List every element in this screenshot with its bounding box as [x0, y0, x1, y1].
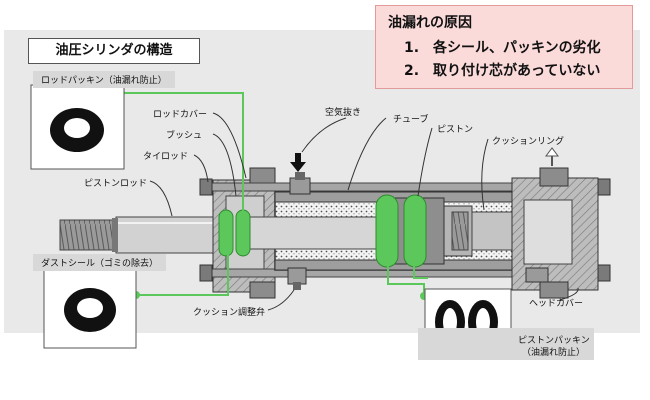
rod-packing-photo	[30, 84, 125, 170]
piston-packing-seal	[375, 194, 427, 268]
dust-seal-photo	[43, 267, 137, 349]
head-cover-label: ヘッドカバー	[529, 299, 584, 309]
head-cover	[511, 167, 599, 299]
leak-causes-box: 油漏れの原因 1. 各シール、パッキンの劣化 2. 取り付け芯があっていない	[375, 5, 633, 89]
dust-seal-caption: ダストシール（ゴミの除去）	[33, 254, 167, 271]
rod-packing-seal	[218, 209, 251, 257]
inner-rod	[245, 216, 387, 250]
port-fitting	[525, 267, 549, 283]
bush-label: ブッシュ	[166, 131, 203, 141]
diagram-title: 油圧シリンダの構造	[28, 38, 200, 64]
cushion-valve-label: クッション調整弁	[193, 308, 266, 318]
seal-callout-lines	[121, 92, 428, 296]
leak-causes-title: 油漏れの原因	[388, 15, 472, 31]
air-vent	[289, 172, 311, 195]
leak-cause-item: 1. 各シール、パッキンの劣化	[404, 40, 601, 56]
piston-packing-caption: ピストンパッキン	[518, 336, 590, 346]
piston-packing-caption-note: （油漏れ防止）	[522, 348, 586, 358]
tie-rod-label: タイロッド	[143, 152, 189, 162]
piston-packing-caption-box	[418, 328, 594, 360]
rod-cover-label: ロッドカバー	[153, 110, 208, 120]
air-vent-label: 空気抜き	[325, 108, 362, 118]
cushion-ring-label: クッションリング	[492, 137, 565, 147]
cushion-ring	[471, 211, 513, 251]
rod-packing-caption: ロッドパッキン（油漏れ防止）	[33, 71, 175, 88]
leader-lines	[149, 112, 579, 311]
up-arrow-icon	[545, 147, 559, 166]
tube-label: チューブ	[393, 115, 429, 125]
piston-rod-label: ピストンロッド	[84, 179, 148, 189]
leak-cause-item: 2. 取り付け芯があっていない	[404, 63, 601, 79]
cushion-adjust-valve	[287, 267, 307, 290]
piston-label: ピストン	[437, 125, 474, 135]
down-arrow-icon	[290, 153, 306, 172]
